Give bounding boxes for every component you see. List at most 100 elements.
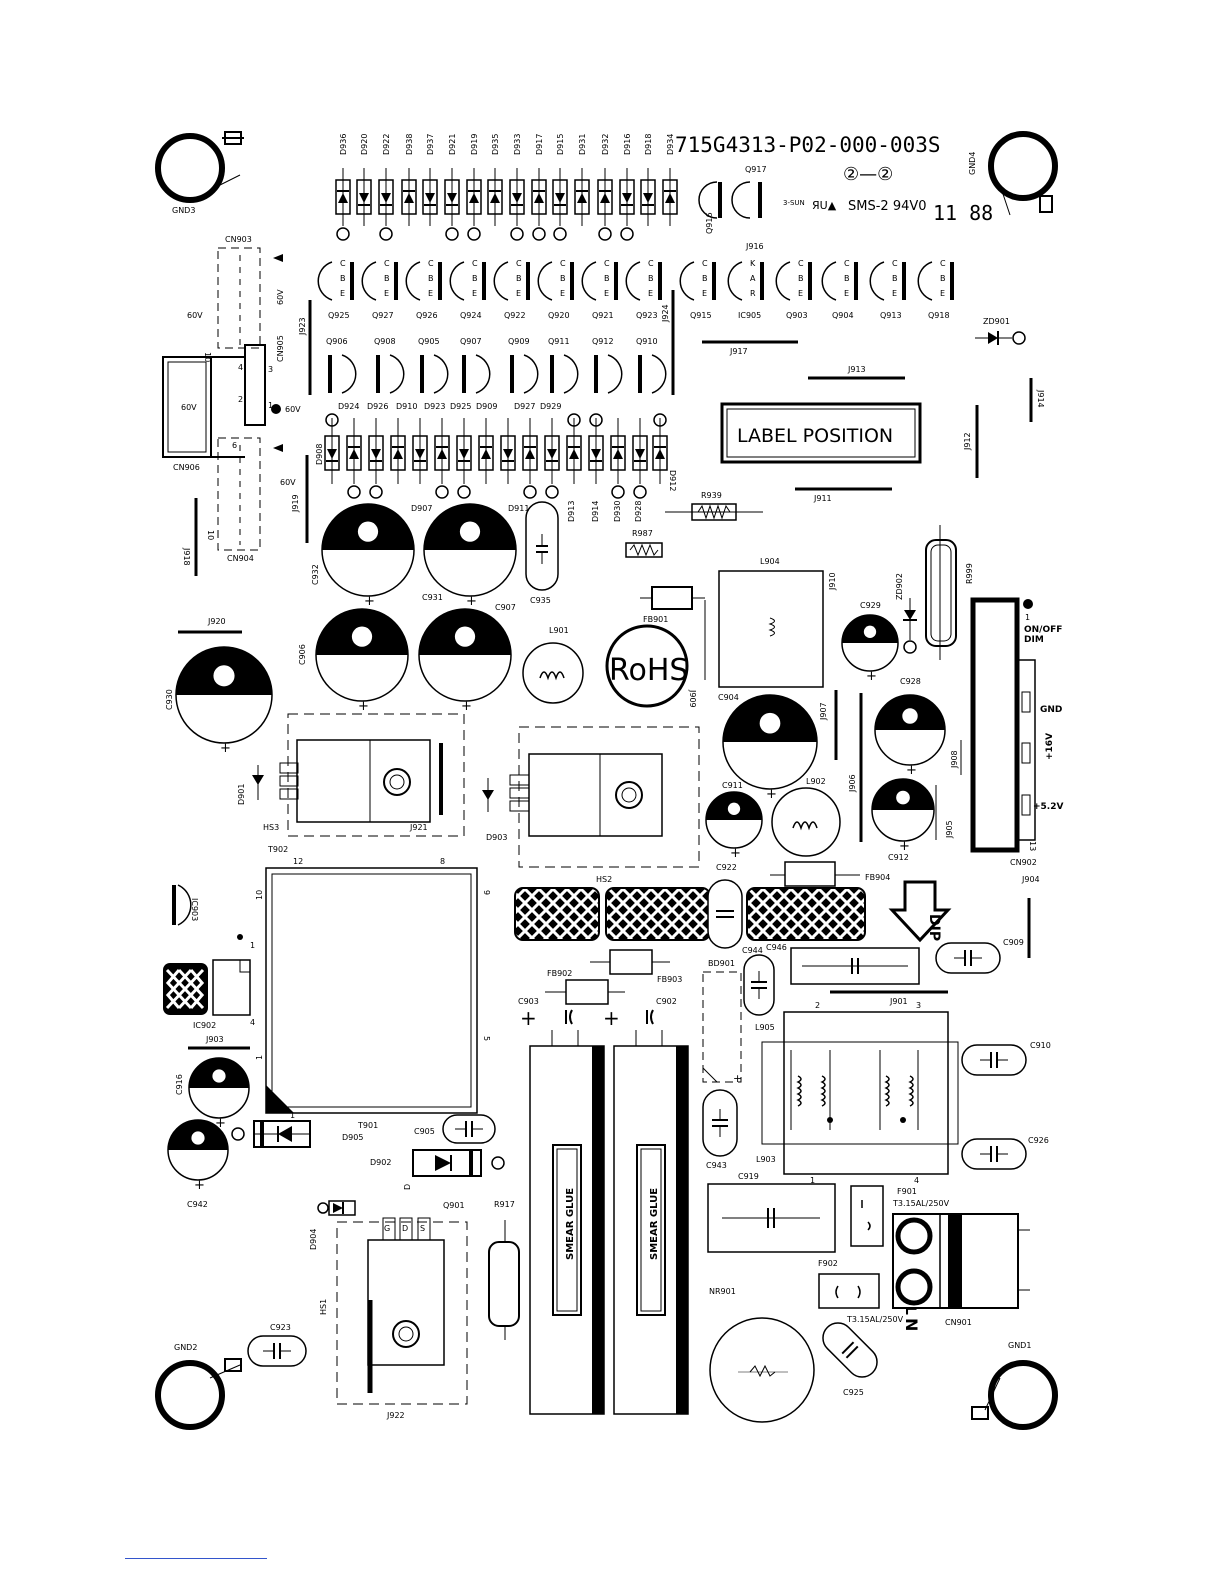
transistor-label: Q907 xyxy=(460,337,482,346)
transistor-q910: Q910 xyxy=(636,337,667,394)
d914-label: D914 xyxy=(591,501,600,522)
capacitor-c943: C943 xyxy=(702,1089,738,1170)
transistor-label: Q925 xyxy=(328,311,350,320)
diode-d915: D915 xyxy=(552,134,568,241)
svg-text:D905: D905 xyxy=(342,1133,363,1142)
transistor-q912: Q912 xyxy=(592,337,623,394)
diode xyxy=(632,418,648,484)
diode-d938: D938 xyxy=(401,134,417,226)
d911-label: D911 xyxy=(508,504,529,513)
maker-logo: 3-SUN xyxy=(783,199,805,207)
diode-d932: D932 xyxy=(597,134,613,241)
diode xyxy=(566,418,582,484)
connector-cn905: CN905 4 3 2 1 60V xyxy=(238,335,301,426)
svg-text:+: + xyxy=(466,594,477,609)
svg-text:SMEAR GLUE: SMEAR GLUE xyxy=(649,1188,660,1260)
transformer-t901: 12 8 10 9 5 1 T901 xyxy=(255,857,491,1130)
capacitor-label: C910 xyxy=(1030,1041,1051,1050)
ferrite-fb902: FB902 xyxy=(545,969,625,1005)
pin-label: B xyxy=(428,274,434,283)
svg-text:1: 1 xyxy=(1025,613,1030,622)
diode-label: D923 xyxy=(424,402,445,411)
capacitor-c905: C905 xyxy=(414,1114,496,1144)
capacitor-c909: C909 xyxy=(935,938,1024,974)
diode-d933: D933 xyxy=(509,134,525,241)
heatsink-smear-glue-1: SMEAR GLUE xyxy=(529,1030,605,1415)
svg-text:J922: J922 xyxy=(386,1411,405,1420)
svg-text:C946: C946 xyxy=(766,943,787,952)
pin-label: C xyxy=(844,259,850,268)
svg-text:HS3: HS3 xyxy=(263,823,279,832)
svg-text:D903: D903 xyxy=(486,833,507,842)
capacitor-c919: C919 xyxy=(707,1172,836,1253)
svg-text:FB901: FB901 xyxy=(643,615,668,624)
svg-text:F901: F901 xyxy=(897,1187,917,1196)
capacitor-c904: +C904 xyxy=(718,693,818,802)
svg-text:T902: T902 xyxy=(267,845,288,854)
diode xyxy=(368,418,384,484)
diode-d902: D902 D xyxy=(370,1149,505,1190)
capacitor-label: C931 xyxy=(422,593,443,602)
zener-zd902: ZD902 xyxy=(895,573,917,654)
svg-text:+: + xyxy=(733,1072,742,1085)
diode-d921: D921 xyxy=(444,134,460,241)
diode-label: D910 xyxy=(396,402,417,411)
diode-label: D920 xyxy=(360,134,369,155)
l905-label: L905 xyxy=(755,1023,775,1032)
c925-label: C925 xyxy=(843,1388,864,1397)
transistor-label: Q926 xyxy=(416,311,438,320)
svg-text:1: 1 xyxy=(255,1055,264,1060)
svg-text:J921: J921 xyxy=(409,823,428,832)
pin-label: A xyxy=(750,274,756,283)
capacitor-label: C942 xyxy=(187,1200,208,1209)
svg-text:GND: GND xyxy=(1040,705,1062,715)
diode-label: D936 xyxy=(339,134,348,155)
diode xyxy=(456,418,472,484)
capacitor-label: C904 xyxy=(718,693,739,702)
capacitor-label: C905 xyxy=(414,1127,435,1136)
pin-label: E xyxy=(892,289,897,298)
choke-l903: 2 3 1 4 L903 xyxy=(756,1001,959,1185)
capacitor-label: C906 xyxy=(298,644,307,665)
j908-label: J908 xyxy=(950,750,959,769)
svg-text:R917: R917 xyxy=(494,1200,515,1209)
diode-d904: D904 xyxy=(309,1200,356,1250)
dip-arrow: DIP xyxy=(888,880,952,943)
capacitor-label: C930 xyxy=(165,689,174,710)
transistor-q917: Q917 xyxy=(731,165,767,219)
diode xyxy=(522,418,538,484)
transistor-label: Q923 xyxy=(636,311,658,320)
transistor-label: Q904 xyxy=(832,311,854,320)
capacitor-label: C911 xyxy=(722,781,743,790)
svg-text:+: + xyxy=(906,763,917,778)
connector-cn903: CN903 60V xyxy=(217,235,285,349)
svg-text:HS2: HS2 xyxy=(596,875,612,884)
diode-d922: D922 xyxy=(378,134,394,241)
transistor-label: Q909 xyxy=(508,337,530,346)
ferrite-fb901: FB901 xyxy=(640,586,705,624)
pin-label: E xyxy=(516,289,521,298)
diode-label: D924 xyxy=(338,402,359,411)
svg-text:FB903: FB903 xyxy=(657,975,682,984)
capacitor-c907: +C907 xyxy=(418,603,516,714)
pin-label: B xyxy=(340,274,346,283)
diode-label: D934 xyxy=(666,134,675,155)
diode-d916: D916 xyxy=(619,134,635,241)
pin-label: C xyxy=(798,259,804,268)
pin-label: E xyxy=(472,289,477,298)
svg-text:L901: L901 xyxy=(549,626,569,635)
diode-label: D918 xyxy=(644,134,653,155)
c944-label: C944 xyxy=(742,946,763,955)
svg-text:12: 12 xyxy=(293,857,303,866)
svg-text:D902: D902 xyxy=(370,1158,391,1167)
capacitor-c916: +C916 xyxy=(175,1057,250,1131)
svg-text:RoHS: RoHS xyxy=(609,653,688,688)
fuse-f901: F901 T3.15AL/250V xyxy=(850,1185,950,1247)
diode xyxy=(346,418,362,484)
d913-label: D913 xyxy=(567,501,576,522)
